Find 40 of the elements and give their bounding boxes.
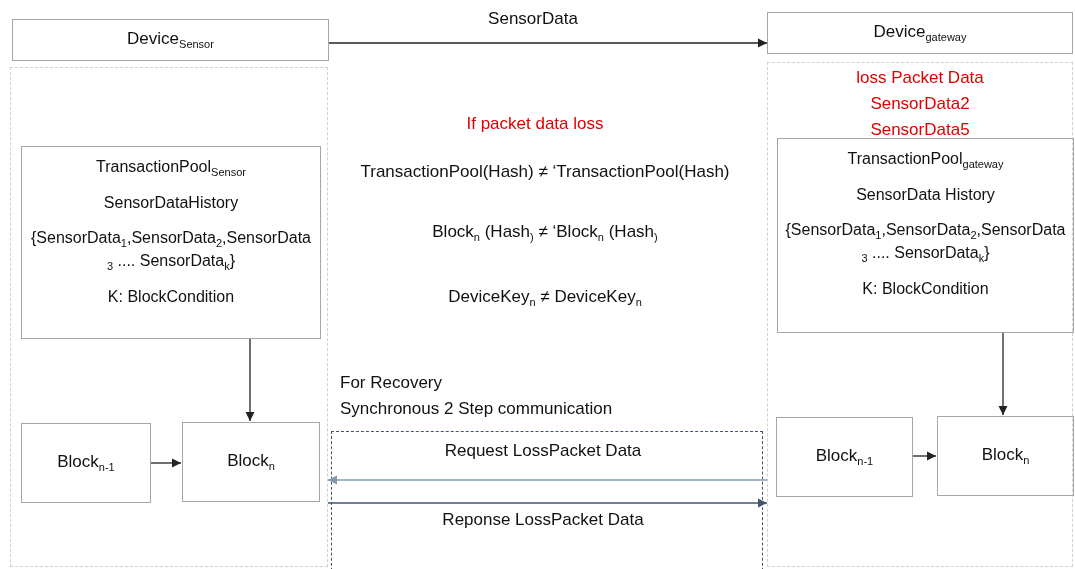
block-box (776, 417, 913, 497)
box-title: TransactionPool$_{Sensor}$ (96, 157, 246, 180)
block-box (182, 422, 320, 502)
box-title: Device$_{gateway}$ (873, 21, 967, 45)
lifeline-box (10, 67, 328, 567)
lost-packet-text: SensorData2 (870, 93, 970, 116)
arrow (328, 38, 768, 48)
lost-packet-text: loss Packet Data (856, 67, 984, 89)
frame-heading: For Recovery (340, 373, 443, 393)
arrow (998, 331, 1008, 416)
lost-packet-text: SensorData5 (870, 119, 970, 142)
box-title: Block$_{n-1}$ (815, 445, 874, 469)
block-box (21, 423, 151, 503)
box-text: {SensorData$_{1}$,SensorData$_{2}$,SensorData$_{3}$ .... SensorData$_{k}$} (30, 228, 312, 274)
box-text: {SensorData$_{1}$,SensorData$_{2}$,SensorData$_{3}$ .... SensorData$_{k}$} (784, 220, 1067, 266)
condition-text: If packet data loss (466, 114, 604, 134)
arrow (327, 475, 768, 485)
transaction-pool-box (777, 138, 1074, 333)
box-title: Block$_{n-1}$ (57, 451, 115, 475)
device-box (12, 19, 329, 61)
box-text: K: BlockCondition (107, 287, 235, 308)
box-text: K: BlockCondition (862, 279, 989, 300)
box-text: SensorData History (856, 185, 995, 206)
box-title: Device$_{Sensor}$ (127, 28, 214, 52)
arrow (149, 458, 182, 468)
box-title: Block$_{n}$ (981, 444, 1030, 468)
lifeline-box (767, 62, 1073, 567)
inequality-text: TransactionPool(Hash) ≠ ‘TransactionPool(Hash) (360, 162, 730, 182)
frame-heading: Synchronous 2 Step communication (340, 399, 613, 419)
box-title: TransactionPool$_{gateway}$ (847, 149, 1004, 172)
block-box (937, 416, 1074, 496)
arrow (911, 451, 937, 461)
inequality-text: DeviceKey$_{n}$ ≠ DeviceKey$_{n}$ (448, 287, 642, 309)
box-text: SensorDataHistory (103, 193, 239, 214)
arrow (327, 498, 768, 508)
arrow (245, 337, 255, 422)
inequality-text: Block$_{n}$ (Hash$_{)}$ ≠ ‘Block$_{n}$ (Hash$_{)}$ (432, 222, 658, 244)
device-box (767, 12, 1073, 54)
box-title: Block$_{n}$ (227, 450, 275, 474)
transaction-pool-box (21, 146, 321, 339)
